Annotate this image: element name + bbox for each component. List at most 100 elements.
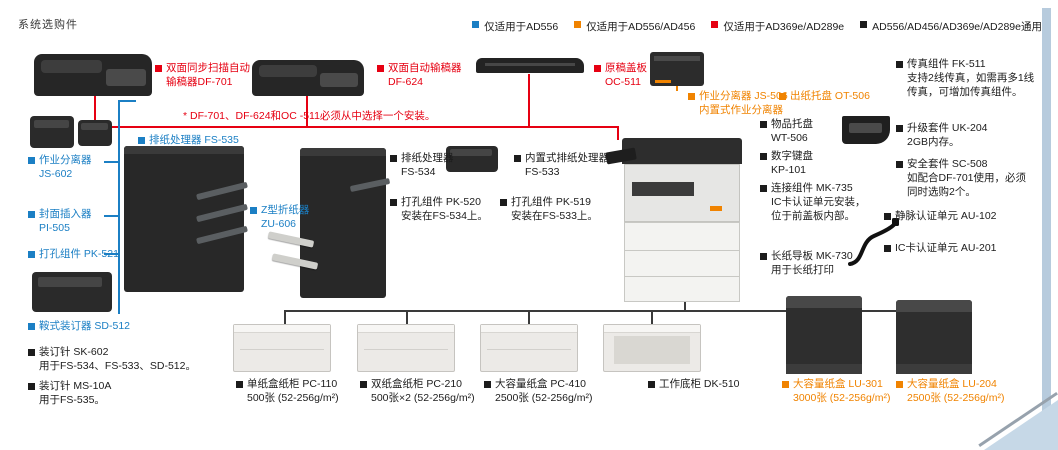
- legend-label: AD556/AD456/AD369e/AD289e通用: [872, 21, 1042, 33]
- corner-decoration: [984, 400, 1058, 450]
- device-df624-feeder: [252, 60, 364, 96]
- connector-line-red: [94, 96, 96, 127]
- category-marker-icon: [484, 381, 491, 388]
- legend-item-ad556-ad456: 仅适用于AD556/AD456: [574, 19, 695, 34]
- category-marker-icon: [594, 65, 601, 72]
- category-marker-icon: [884, 213, 891, 220]
- connector-line-blue: [104, 215, 118, 217]
- legend-swatch-blue-icon: [472, 21, 480, 28]
- device-part: [30, 116, 74, 148]
- device-pc210-cabinet: [357, 324, 455, 372]
- device-wt506-tray: [842, 116, 890, 144]
- cable-icon: [848, 218, 899, 266]
- label-dk510: 工作底柜 DK-510: [648, 378, 740, 392]
- legend-item-ad369e-ad289e: 仅适用于AD369e/AD289e: [711, 19, 844, 34]
- copier-output-slot: [632, 182, 694, 196]
- connector-line-blue: [104, 253, 118, 255]
- category-marker-icon: [28, 383, 35, 390]
- connector-line-black: [406, 310, 408, 325]
- device-sd512-saddle-stitcher: [32, 272, 112, 312]
- legend-swatch-red-icon: [711, 21, 719, 28]
- device-main-unit: [605, 138, 746, 302]
- category-marker-icon: [28, 323, 35, 330]
- label-fs535: 排纸处理器 FS-535: [138, 134, 239, 148]
- category-marker-icon: [760, 185, 767, 192]
- connector-line-red: [94, 126, 619, 128]
- category-marker-icon: [782, 381, 789, 388]
- label-ot506: 出纸托盘 OT-506: [779, 90, 870, 104]
- legend-label: 仅适用于AD556/AD456: [586, 21, 696, 33]
- device-fs534-finisher: [300, 148, 391, 298]
- category-marker-icon: [760, 153, 767, 160]
- copier-paper-trays: [624, 222, 740, 302]
- connector-line-blue: [118, 100, 136, 102]
- connector-line-red: [528, 74, 530, 127]
- device-js602-separator: [30, 112, 114, 150]
- copier-scanner-top: [622, 138, 742, 164]
- legend: 仅适用于AD556 仅适用于AD556/AD456 仅适用于AD369e/AD2…: [472, 19, 1042, 34]
- category-marker-icon: [500, 199, 507, 206]
- category-marker-icon: [28, 211, 35, 218]
- page-edge-bar: [1042, 8, 1051, 432]
- legend-item-ad556: 仅适用于AD556: [472, 19, 558, 34]
- category-marker-icon: [896, 161, 903, 168]
- category-marker-icon: [250, 207, 257, 214]
- copier-orange-accent: [710, 206, 722, 211]
- connector-line-blue: [118, 100, 120, 314]
- category-marker-icon: [28, 349, 35, 356]
- device-lu204-large-capacity: [896, 300, 972, 374]
- device-lu301-large-capacity: [786, 296, 862, 374]
- category-marker-icon: [896, 125, 903, 132]
- device-js506-separator: [650, 52, 704, 86]
- category-marker-icon: [155, 65, 162, 72]
- category-marker-icon: [390, 155, 397, 162]
- category-marker-icon: [514, 155, 521, 162]
- category-marker-icon: [648, 381, 655, 388]
- category-marker-icon: [688, 93, 695, 100]
- device-df701-feeder: [34, 54, 152, 96]
- category-marker-icon: [377, 65, 384, 72]
- label-pk521: 打孔组件 PK-521: [28, 248, 119, 262]
- legend-swatch-orange-icon: [574, 21, 582, 28]
- label-df701: 双面同步扫描自动输稿器DF-701: [155, 62, 250, 90]
- legend-item-universal: AD556/AD456/AD369e/AD289e通用: [860, 19, 1042, 34]
- page-title: 系统选购件: [18, 19, 78, 31]
- device-pc410-cabinet: [480, 324, 578, 372]
- device-au201-cable: [846, 216, 900, 268]
- device-fs535-finisher: [124, 146, 248, 292]
- legend-swatch-black-icon: [860, 21, 868, 28]
- legend-label: 仅适用于AD369e/AD289e: [723, 21, 845, 33]
- category-marker-icon: [28, 157, 35, 164]
- copier-tray-divider: [624, 250, 740, 251]
- device-oc511-cover: [476, 58, 584, 73]
- category-marker-icon: [28, 251, 35, 258]
- category-marker-icon: [779, 93, 786, 100]
- connector-line-black: [684, 300, 686, 311]
- label-sd512: 鞍式装订器 SD-512: [28, 320, 130, 334]
- device-dk510-desk: [603, 324, 701, 372]
- connector-line-red: [617, 126, 619, 140]
- category-marker-icon: [896, 381, 903, 388]
- connector-line-orange: [676, 86, 678, 91]
- label-au201: IC卡认证单元 AU-201: [884, 242, 997, 256]
